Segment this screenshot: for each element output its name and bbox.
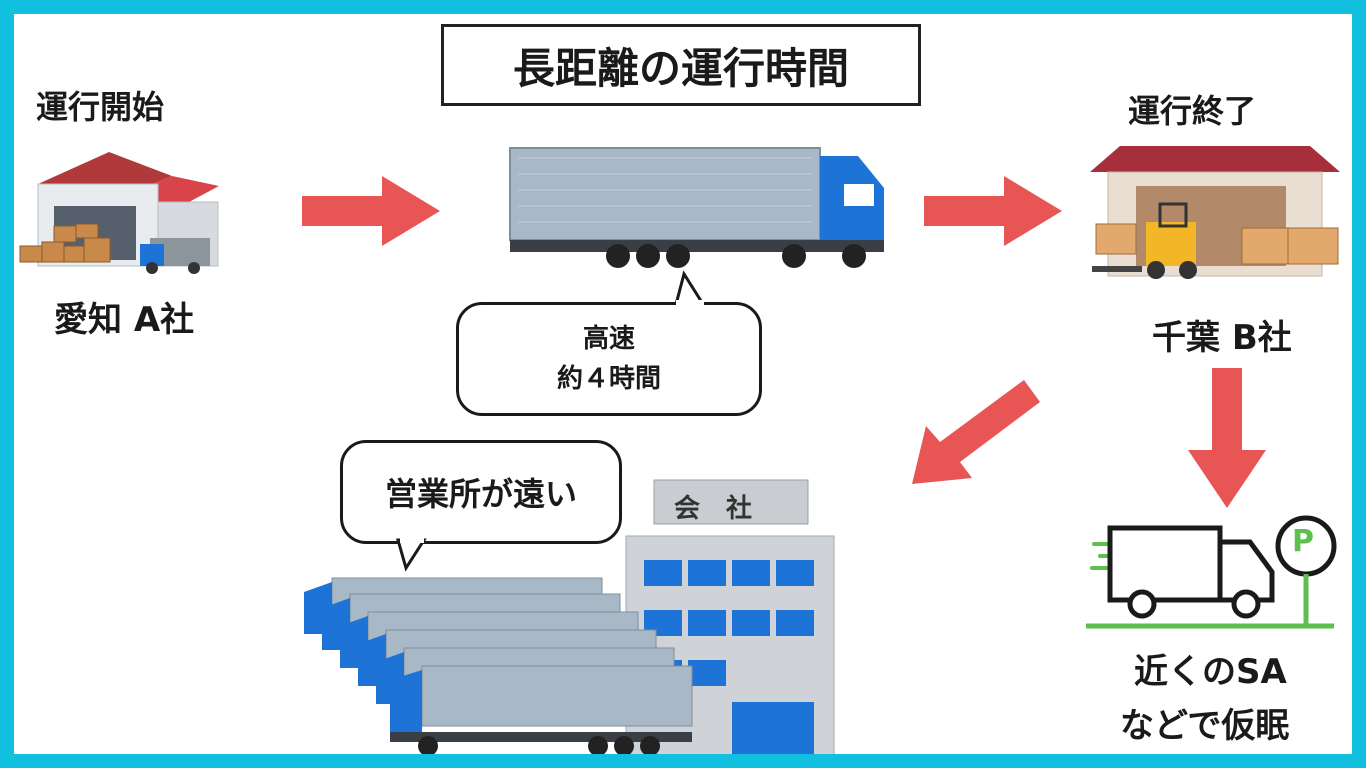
end-place: 千葉 B社	[1152, 318, 1292, 358]
rest-line2: などで仮眠	[1120, 706, 1290, 746]
start-place: 愛知 A社	[54, 300, 195, 340]
rest-truck-parking-illustration	[1086, 515, 1337, 629]
office-distance-bubble: 営業所が遠い	[340, 440, 622, 544]
office-building-illustration	[625, 479, 835, 754]
arrow-down-left	[912, 380, 1040, 484]
office-sign-text: 会 社	[674, 494, 753, 524]
highway-bubble-line1: 高速	[582, 323, 635, 354]
truck-fleet-illustration	[304, 577, 693, 754]
long-haul-truck-illustration	[509, 147, 884, 268]
start-heading: 運行開始	[36, 88, 165, 126]
highway-bubble-tail-cover	[676, 300, 704, 308]
highway-bubble-line2: 約４時間	[556, 364, 661, 394]
arrow-right-2	[924, 176, 1062, 246]
office-bubble-text: 営業所が遠い	[384, 475, 577, 513]
parking-sign-letter: P	[1292, 524, 1314, 559]
warehouse-b-forklift-illustration	[1090, 146, 1340, 279]
end-heading: 運行終了	[1128, 92, 1257, 130]
arrow-down	[1188, 368, 1266, 508]
highway-time-bubble: 高速 約４時間	[456, 302, 762, 416]
office-bubble-tail-cover	[400, 536, 424, 543]
diagram-canvas: 長距離の運行時間 運行開始 愛知 A社 運行終了 千葉 B社	[14, 14, 1352, 754]
diagram-title: 長距離の運行時間	[441, 24, 921, 106]
warehouse-a-illustration	[19, 152, 219, 274]
arrow-right-1	[302, 176, 440, 246]
rest-line1: 近くのSA	[1134, 652, 1287, 692]
